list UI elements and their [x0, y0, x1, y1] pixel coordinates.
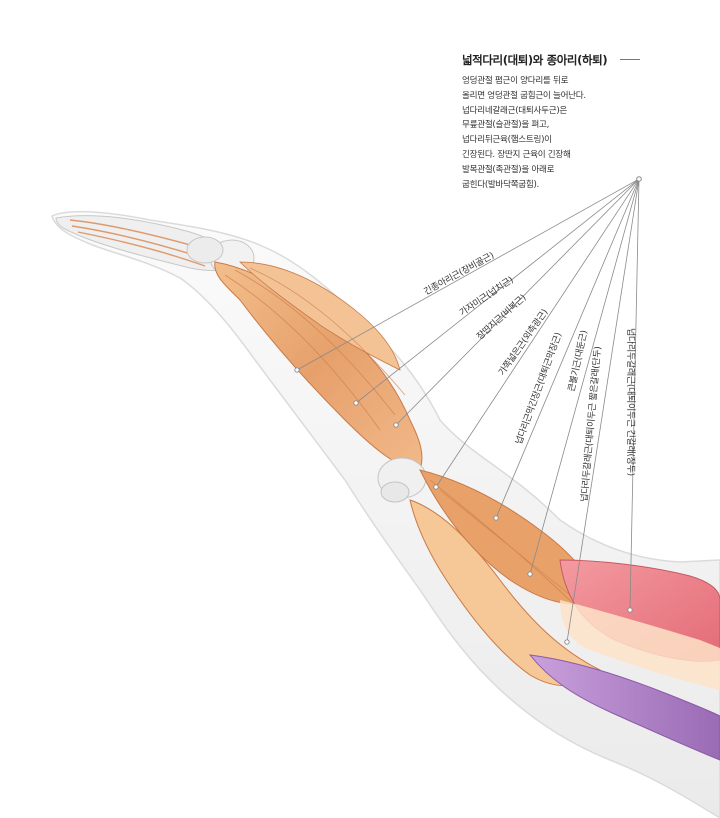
caption-block: 넓적다리(대퇴)와 종아리(하퇴) 엉덩관절 폄근이 양다리를 뒤로 올리면 엉… — [462, 52, 640, 192]
leader-origin-dot — [636, 176, 642, 182]
caption-line: 넙다리뒤근육(햄스트링)이 — [462, 135, 552, 146]
caption-title: 넓적다리(대퇴)와 종아리(하퇴) — [462, 53, 608, 67]
leader-gastrocnemius-dot — [393, 422, 399, 428]
leader-peroneus-longus — [296, 178, 640, 371]
caption-title-rule — [620, 59, 640, 60]
leader-biceps-femoris-long-dot — [627, 607, 633, 613]
leader-tensor-fasciae-latae-dot — [493, 515, 499, 521]
knee-cap — [380, 481, 410, 503]
leader-gluteus-maximus — [529, 178, 640, 575]
label-biceps-femoris-long: 넙다리두갈래근(대퇴이두근 긴갈래(장두) — [625, 328, 637, 476]
leader-soleus — [355, 178, 640, 404]
calf-muscle-upper — [239, 261, 401, 371]
caption-line: 무릎관절(슬관절)을 펴고, — [462, 120, 550, 131]
leader-tensor-fasciae-latae — [495, 178, 640, 519]
purple-muscle — [528, 654, 720, 761]
leader-vastus-lateralis-dot — [433, 484, 439, 490]
leader-soleus-dot — [353, 400, 359, 406]
calf-muscle-stripes — [224, 267, 406, 431]
caption-line: 발목관절(족관절)을 아래로 — [462, 164, 555, 175]
caption-line: 엉덩관절 폄근이 양다리를 뒤로 — [462, 76, 569, 86]
leader-vastus-lateralis — [435, 178, 640, 488]
pale-muscle-band — [560, 600, 720, 690]
leader-peroneus-longus-dot — [294, 367, 300, 373]
leader-lines — [294, 178, 640, 645]
label-gluteus-maximus: 큰볼기근(대둔근) — [566, 329, 590, 392]
leader-biceps-femoris-long — [629, 178, 640, 611]
caption-line: 넙다리네갈래근(대퇴사두근)은 — [462, 105, 567, 116]
caption-line: 올리면 엉덩관절 굽힘근이 늘어난다. — [462, 90, 586, 101]
caption-line: 굽힌다(발바닥쪽굽힘). — [462, 179, 539, 190]
leader-gastrocnemius — [395, 178, 640, 426]
leader-gluteus-maximus-dot — [527, 571, 533, 577]
heel-bone — [186, 236, 224, 264]
leader-biceps-femoris-short-dot — [564, 639, 570, 645]
leader-biceps-femoris-short — [566, 178, 640, 643]
caption-description: 엉덩관절 폄근이 양다리를 뒤로 올리면 엉덩관절 굽힘근이 늘어난다. 넙다리… — [462, 74, 632, 192]
label-peroneus-longus: 긴종아리근(장비골근) — [422, 250, 496, 298]
caption-line: 긴장된다. 장딴지 근육이 긴장해 — [462, 149, 571, 160]
